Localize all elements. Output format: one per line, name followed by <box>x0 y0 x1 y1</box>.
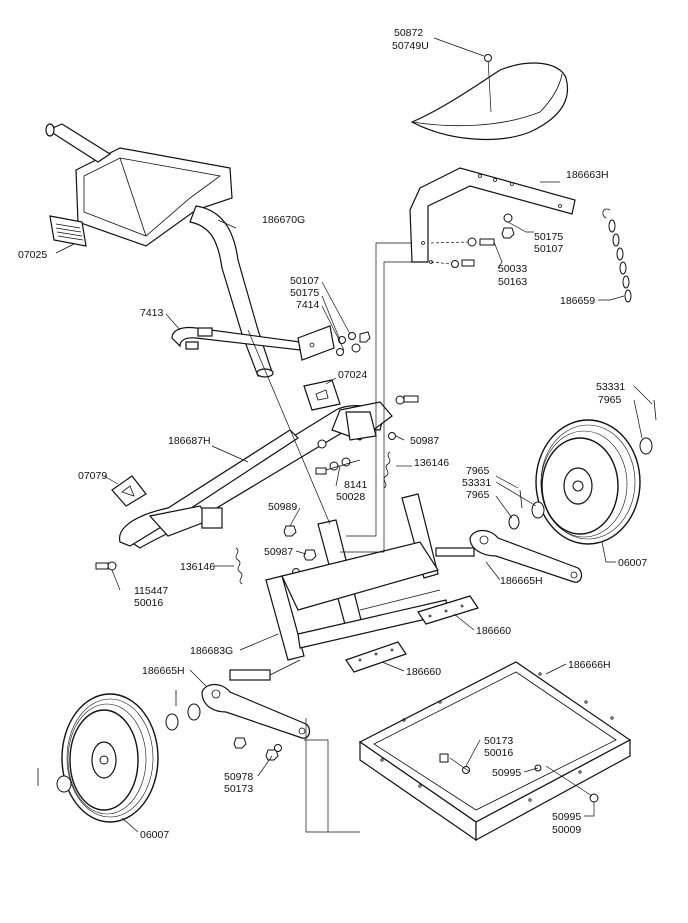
frame-186687H <box>119 401 393 549</box>
pan-186666H <box>358 661 632 842</box>
spring-136146-upper <box>383 451 391 489</box>
label-07024: 07024 <box>338 369 367 381</box>
label-136146-upper: 136146 <box>414 457 449 469</box>
label-186659: 186659 <box>560 295 595 307</box>
label-50872: 50872 <box>394 27 423 39</box>
label-07079: 07079 <box>78 470 107 482</box>
label-50028: 50028 <box>336 491 365 503</box>
label-50016-pan: 50016 <box>484 747 513 759</box>
label-50107-rod: 50107 <box>290 275 319 287</box>
label-06007-right: 06007 <box>618 557 647 569</box>
label-186665H-right: 186665H <box>500 575 543 587</box>
label-50987-upper: 50987 <box>410 435 439 447</box>
rod-7413 <box>171 325 335 361</box>
label-50749U: 50749U <box>392 40 429 52</box>
label-7414: 7414 <box>296 299 320 311</box>
label-50978: 50978 <box>224 771 253 783</box>
label-8141: 8141 <box>344 479 368 491</box>
swing-arm-186665H-left <box>201 683 311 739</box>
label-186660-right: 186660 <box>476 625 511 637</box>
spring-136146-lower <box>235 547 243 585</box>
decal-07079-icon <box>111 475 147 507</box>
label-06007-left: 06007 <box>140 829 169 841</box>
label-186665H-left: 186665H <box>142 665 185 677</box>
label-136146-lower: 136146 <box>180 561 215 573</box>
part-labels: 50872 50749U 186663H 50175 50107 50033 5… <box>18 27 647 841</box>
label-50987-lower: 50987 <box>264 546 293 558</box>
label-186663H: 186663H <box>566 169 609 181</box>
label-50163: 50163 <box>498 276 527 288</box>
axle-stand-186683G <box>229 493 475 681</box>
label-186670G: 186670G <box>262 214 305 226</box>
label-50995-lower: 50995 <box>552 811 581 823</box>
assembly-lines <box>247 242 593 833</box>
label-50173-pan: 50173 <box>484 735 513 747</box>
leader-lines <box>55 37 653 833</box>
label-186660-left: 186660 <box>406 666 441 678</box>
chain <box>602 208 632 303</box>
label-115447: 115447 <box>134 585 168 597</box>
handle-tray <box>45 123 274 378</box>
label-186683G: 186683G <box>190 645 233 657</box>
label-50009: 50009 <box>552 824 581 836</box>
seat-bracket-hardware <box>430 213 515 268</box>
rod-hardware <box>336 331 371 356</box>
label-50995-upper: 50995 <box>492 767 521 779</box>
label-50033: 50033 <box>498 263 527 275</box>
label-7965-mid-a: 7965 <box>466 465 490 477</box>
wear-strip-186660-left <box>345 641 407 673</box>
decal-07024-icon <box>303 379 341 411</box>
label-53331-mid: 53331 <box>462 477 491 489</box>
label-07025: 07025 <box>18 249 47 261</box>
label-7965-mid-b: 7965 <box>466 489 490 501</box>
label-50016-left: 50016 <box>134 597 163 609</box>
wheel-06007-right <box>535 419 641 545</box>
label-50989: 50989 <box>268 501 297 513</box>
label-7413: 7413 <box>140 307 164 319</box>
label-50107-seat: 50107 <box>534 243 563 255</box>
wear-strip-186660-right <box>417 595 479 625</box>
label-50173-left: 50173 <box>224 783 253 795</box>
swing-arm-186665H-right <box>469 529 583 583</box>
decal-07025-icon <box>49 215 87 247</box>
label-50175-seat: 50175 <box>534 231 563 243</box>
label-7965-right: 7965 <box>598 394 622 406</box>
wheel-06007-left <box>61 693 159 823</box>
seat <box>410 54 568 141</box>
wheel-hardware-right <box>508 399 657 530</box>
wheel-hardware-left <box>37 690 282 793</box>
label-186666H: 186666H <box>568 659 611 671</box>
label-53331-right: 53331 <box>596 381 625 393</box>
label-186687H: 186687H <box>168 435 211 447</box>
label-50175-rod: 50175 <box>290 287 319 299</box>
seat-bracket <box>409 167 576 264</box>
